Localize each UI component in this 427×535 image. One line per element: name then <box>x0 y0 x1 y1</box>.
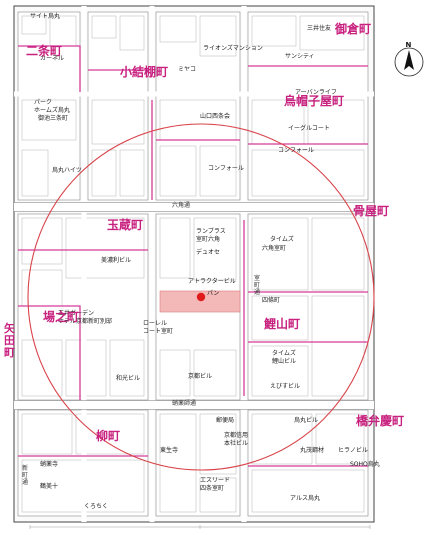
building-label: 郵便局 <box>216 416 234 424</box>
building-label: 京都信用 <box>224 431 248 439</box>
district-label: 橋弁慶町 <box>356 413 404 428</box>
building-label: 美濃利ビル <box>101 256 131 264</box>
building-label: 室町六角 <box>196 235 220 243</box>
building-label: コンフォール <box>278 147 314 154</box>
radius-circle <box>27 123 375 471</box>
building-label: 六角室町 <box>262 244 286 252</box>
town-boundaries <box>18 45 368 467</box>
building-label: サンシティ <box>285 53 315 60</box>
building-label: パーク <box>34 99 52 106</box>
building-label: ランブラス <box>196 227 226 235</box>
building-label: 烏丸ハイツ <box>52 166 82 174</box>
district-label: 柳町 <box>96 428 120 443</box>
building-label: ホームズ烏丸 <box>34 106 70 114</box>
building-label: コンフォール <box>208 165 244 172</box>
building-label: エスリード <box>200 477 230 484</box>
building-label: 山口西条会 <box>200 112 230 120</box>
building-label: 四条室町 <box>200 484 224 492</box>
building-label: 三井住友 <box>307 24 331 32</box>
building-label: タイムズ <box>270 235 294 243</box>
building-label: 東生寺 <box>160 446 178 454</box>
building-label: 鶴美十 <box>40 482 58 490</box>
building-label: タイムズ <box>272 349 296 357</box>
north-arrow-icon: N <box>394 41 424 77</box>
building-label: ホテル京都新町別邸 <box>58 317 112 325</box>
target-site-highlight <box>159 290 241 313</box>
district-label: 御倉町 <box>334 21 371 36</box>
building-label: えびすビル <box>270 382 300 390</box>
building-label: ライオンズマンション <box>203 44 263 52</box>
building-label: イーグルコート <box>288 124 330 132</box>
building-label: 四條町 <box>262 296 280 304</box>
building-label: アーバンライフ <box>295 89 337 96</box>
building-label: 御池三条町 <box>38 114 68 122</box>
scale-bar <box>29 525 371 529</box>
building-label: くろちく <box>84 503 108 510</box>
district-label: 烏帽子屋町 <box>284 93 344 108</box>
building-label: コート室町 <box>143 327 173 335</box>
district-label: 矢田町 <box>4 321 16 359</box>
building-label: 京都ビル <box>188 372 212 380</box>
building-label: SOHO烏丸 <box>350 460 380 468</box>
building-label: ローレル <box>143 320 167 327</box>
street-label: 室町通 <box>254 274 260 296</box>
north-label: N <box>406 41 412 49</box>
building-label: 本社ビル <box>224 439 248 447</box>
district-label: 二条町 <box>26 43 62 58</box>
building-label: カーネル <box>40 55 64 62</box>
district-label: 玉蔵町 <box>107 217 143 232</box>
building-label: 三井ガーデン <box>58 309 94 317</box>
location-marker[interactable] <box>196 292 206 302</box>
district-label: 骨屋町 <box>353 204 389 218</box>
building-label: アルス烏丸 <box>290 494 320 502</box>
building-label: ヒラノビル <box>338 446 368 454</box>
city-blocks <box>17 11 369 517</box>
street-label: 蛸薬師通 <box>172 399 196 407</box>
district-label: 場之町 <box>43 309 79 324</box>
building-label: アトラクタービル <box>188 277 236 285</box>
building-label: 丸茂鋼材 <box>300 446 324 454</box>
district-label: 小結棚町 <box>120 64 168 79</box>
building-outlines <box>21 15 365 513</box>
building-label: 鯉山ビル <box>272 357 296 365</box>
location-marker-label: パン <box>207 290 219 297</box>
building-label: 和光ビル <box>116 374 140 382</box>
building-label: 烏丸ビル <box>294 416 318 424</box>
building-label: サイト烏丸 <box>30 12 60 20</box>
building-label: ミヤコ <box>178 66 196 73</box>
district-label: 鯉山町 <box>264 316 300 331</box>
building-label: 蛸薬寺 <box>40 460 58 468</box>
building-label: デュオセ <box>196 248 220 256</box>
street-label: 新町通 <box>22 464 28 486</box>
street-label: 六角通 <box>172 201 190 209</box>
